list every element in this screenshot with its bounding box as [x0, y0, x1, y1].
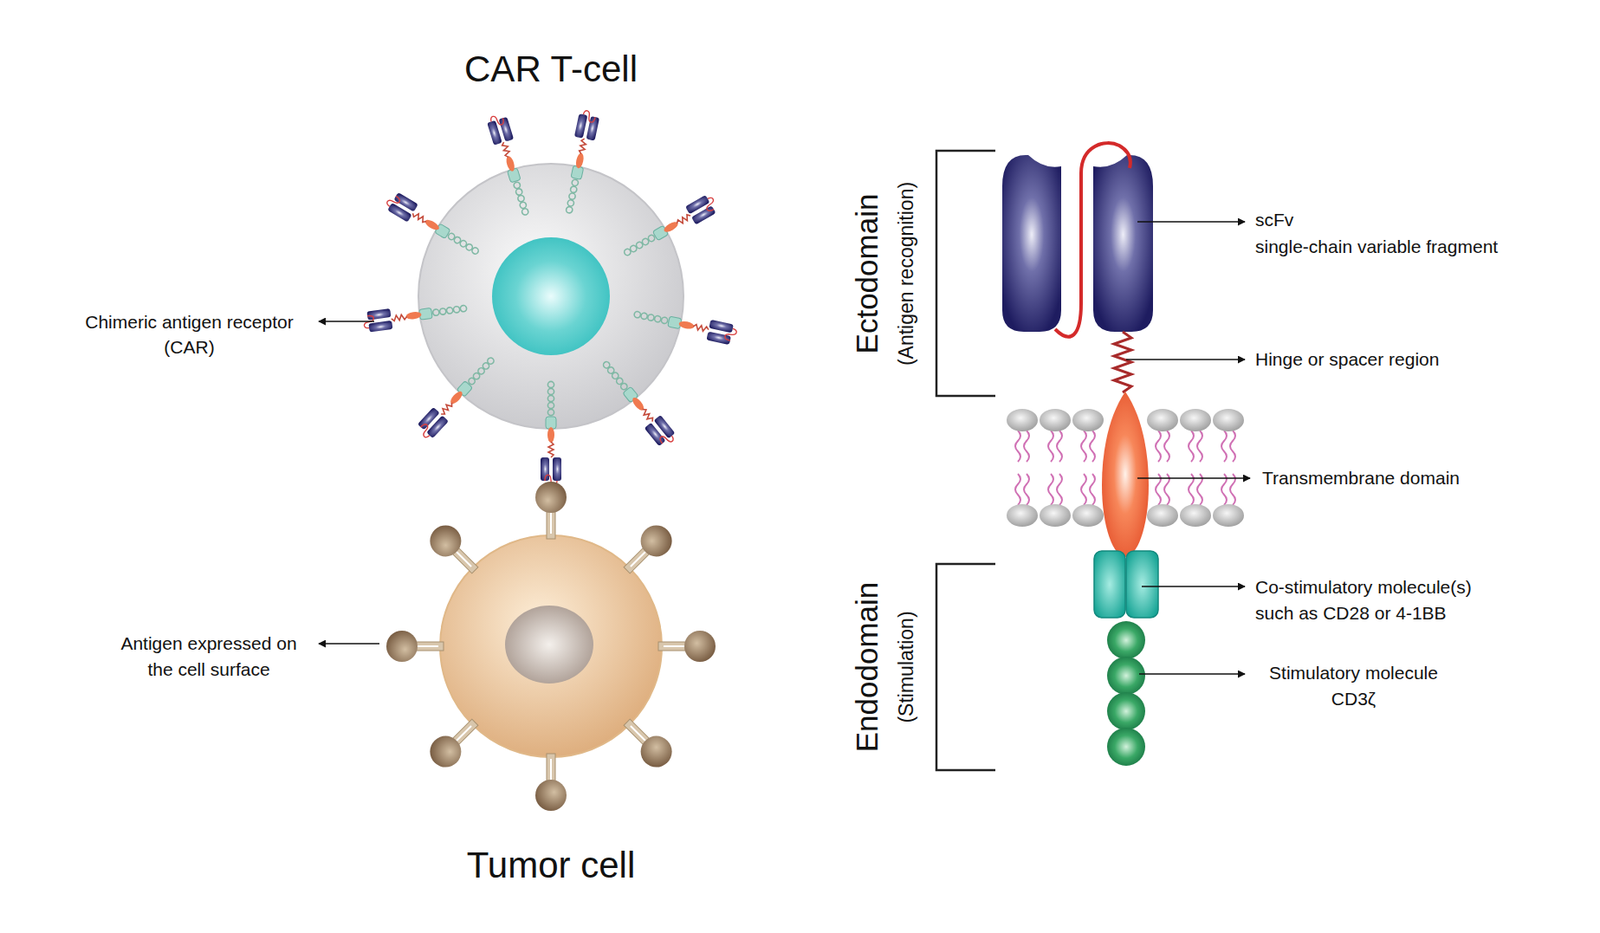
bracket	[936, 150, 996, 396]
part-label: Stimulatory molecule CD3ζ	[1251, 660, 1456, 713]
part-label: Co-stimulatory molecule(s) such as CD28 …	[1255, 574, 1503, 627]
part-label: Transmembrane domain	[1262, 466, 1460, 491]
scfv-lobe	[1093, 155, 1154, 332]
car-receptors	[362, 109, 739, 486]
part-label: single-chain variable fragment	[1255, 234, 1498, 260]
antigen	[535, 481, 567, 539]
cell-title: CAR T-cell	[243, 48, 859, 91]
tumor-cell-node: Tumor cell	[438, 533, 664, 759]
tumor-antigens	[386, 481, 716, 811]
section-title: Ectodomain	[849, 194, 885, 355]
transmembrane-domain	[1101, 391, 1149, 558]
scfv-linker	[1055, 142, 1131, 337]
callout-label: Chimeric antigen receptor (CAR)	[65, 309, 313, 360]
bracket	[936, 563, 996, 771]
antigen	[535, 753, 567, 811]
cd3-zeta-chain	[1107, 621, 1146, 766]
t-cell-outline	[416, 161, 686, 431]
antigen	[386, 630, 444, 662]
part-label: Hinge or spacer region	[1255, 347, 1439, 372]
leader-arrow	[318, 642, 380, 645]
leader-arrow	[318, 320, 375, 323]
hinge-region	[1114, 331, 1132, 393]
t-cell-nucleus	[492, 237, 610, 356]
lipid-bilayer	[1006, 408, 1244, 527]
section-subtitle: (Stimulation)	[894, 610, 918, 723]
part-label: scFv	[1255, 207, 1294, 233]
costimulatory-domain	[1126, 550, 1159, 618]
section-title: Endodomain	[849, 582, 885, 753]
antigen	[658, 630, 716, 662]
tumor-cell-membrane	[440, 535, 662, 758]
tumor-cell-outline	[438, 533, 664, 759]
callout-label: Antigen expressed on the cell surface	[109, 630, 309, 683]
tumor-cell-nucleus	[505, 605, 594, 684]
section-subtitle: (Antigen recognition)	[894, 181, 918, 366]
leader-arrows	[1126, 221, 1251, 674]
scfv-lobe	[1002, 155, 1062, 332]
t-cell-membrane	[418, 163, 684, 429]
costimulatory-domain	[1094, 550, 1126, 618]
cell-title: Tumor cell	[265, 844, 837, 887]
t-cell-node: CAR T-cell	[416, 161, 686, 431]
